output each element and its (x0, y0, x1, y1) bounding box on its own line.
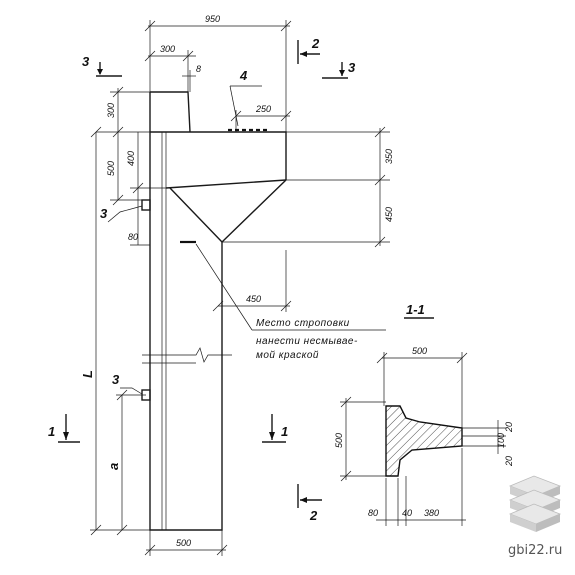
arrow-down-icon (269, 432, 275, 440)
dim-left-500: 500 (106, 161, 116, 176)
section-1-right-label: 1 (281, 424, 288, 439)
watermark-text: gbi22.ru (508, 543, 562, 558)
callout-3-lower-label: 3 (112, 372, 120, 387)
section-dim-80: 80 (368, 508, 378, 518)
lift-loop-lower (141, 389, 151, 401)
section-marks: 3 3 2 2 1 1 (48, 36, 356, 523)
watermark: gbi22.ru (508, 475, 562, 558)
arrow-left-icon (300, 497, 307, 503)
dim-mid-450: 450 (246, 294, 261, 304)
dim-total-width: 950 (205, 14, 220, 24)
note-line-2: нанести несмывае- (256, 336, 358, 347)
section-dim-380: 380 (424, 508, 439, 518)
dim-left-300: 300 (106, 103, 116, 118)
dimension-lines (90, 20, 390, 556)
section-dim-100: 100 (496, 433, 506, 448)
dim-height-a: a (106, 463, 121, 470)
callouts: 4 3 3 (100, 68, 386, 401)
section-view-1-1: 1-1 500 500 20 100 20 80 40 380 (334, 302, 514, 526)
arrow-down-icon (339, 70, 345, 76)
stack-logo-icon (508, 475, 562, 532)
arrow-left-icon (300, 51, 307, 57)
dim-height-l: L (80, 370, 95, 378)
section-dim-40: 40 (402, 508, 412, 518)
section-height-500: 500 (334, 433, 344, 448)
callout-3-upper-label: 3 (100, 206, 108, 221)
arrow-down-icon (63, 432, 69, 440)
dim-left-80: 80 (128, 232, 138, 242)
lift-loop-upper (141, 199, 151, 211)
dim-top-300: 300 (160, 44, 175, 54)
arrow-down-icon (97, 69, 103, 75)
slinging-note: Место строповки нанести несмывае- мой кр… (256, 318, 358, 361)
section-3-left-label: 3 (82, 54, 90, 69)
dim-top-8: 8 (196, 64, 201, 74)
dim-right-350: 350 (384, 149, 394, 164)
note-line-3: мой краской (256, 350, 319, 361)
section-2-top-label: 2 (311, 36, 320, 51)
dimension-texts: 950 300 8 250 300 500 400 80 350 450 450… (80, 14, 394, 548)
note-line-1: Место строповки (256, 318, 350, 329)
callout-4-label: 4 (239, 68, 248, 83)
section-width-500: 500 (412, 346, 427, 356)
section-1-left-label: 1 (48, 424, 55, 439)
main-element (142, 91, 287, 531)
dim-bottom-500: 500 (176, 538, 191, 548)
section-view-title: 1-1 (406, 302, 425, 317)
dim-right-250: 250 (255, 104, 271, 114)
dim-right-450: 450 (384, 207, 394, 222)
section-3-right-label: 3 (348, 60, 356, 75)
section-dim-20-top: 20 (504, 422, 514, 433)
section-2-bottom-label: 2 (309, 508, 318, 523)
section-dim-20-bottom: 20 (504, 456, 514, 467)
dim-left-400: 400 (126, 151, 136, 166)
